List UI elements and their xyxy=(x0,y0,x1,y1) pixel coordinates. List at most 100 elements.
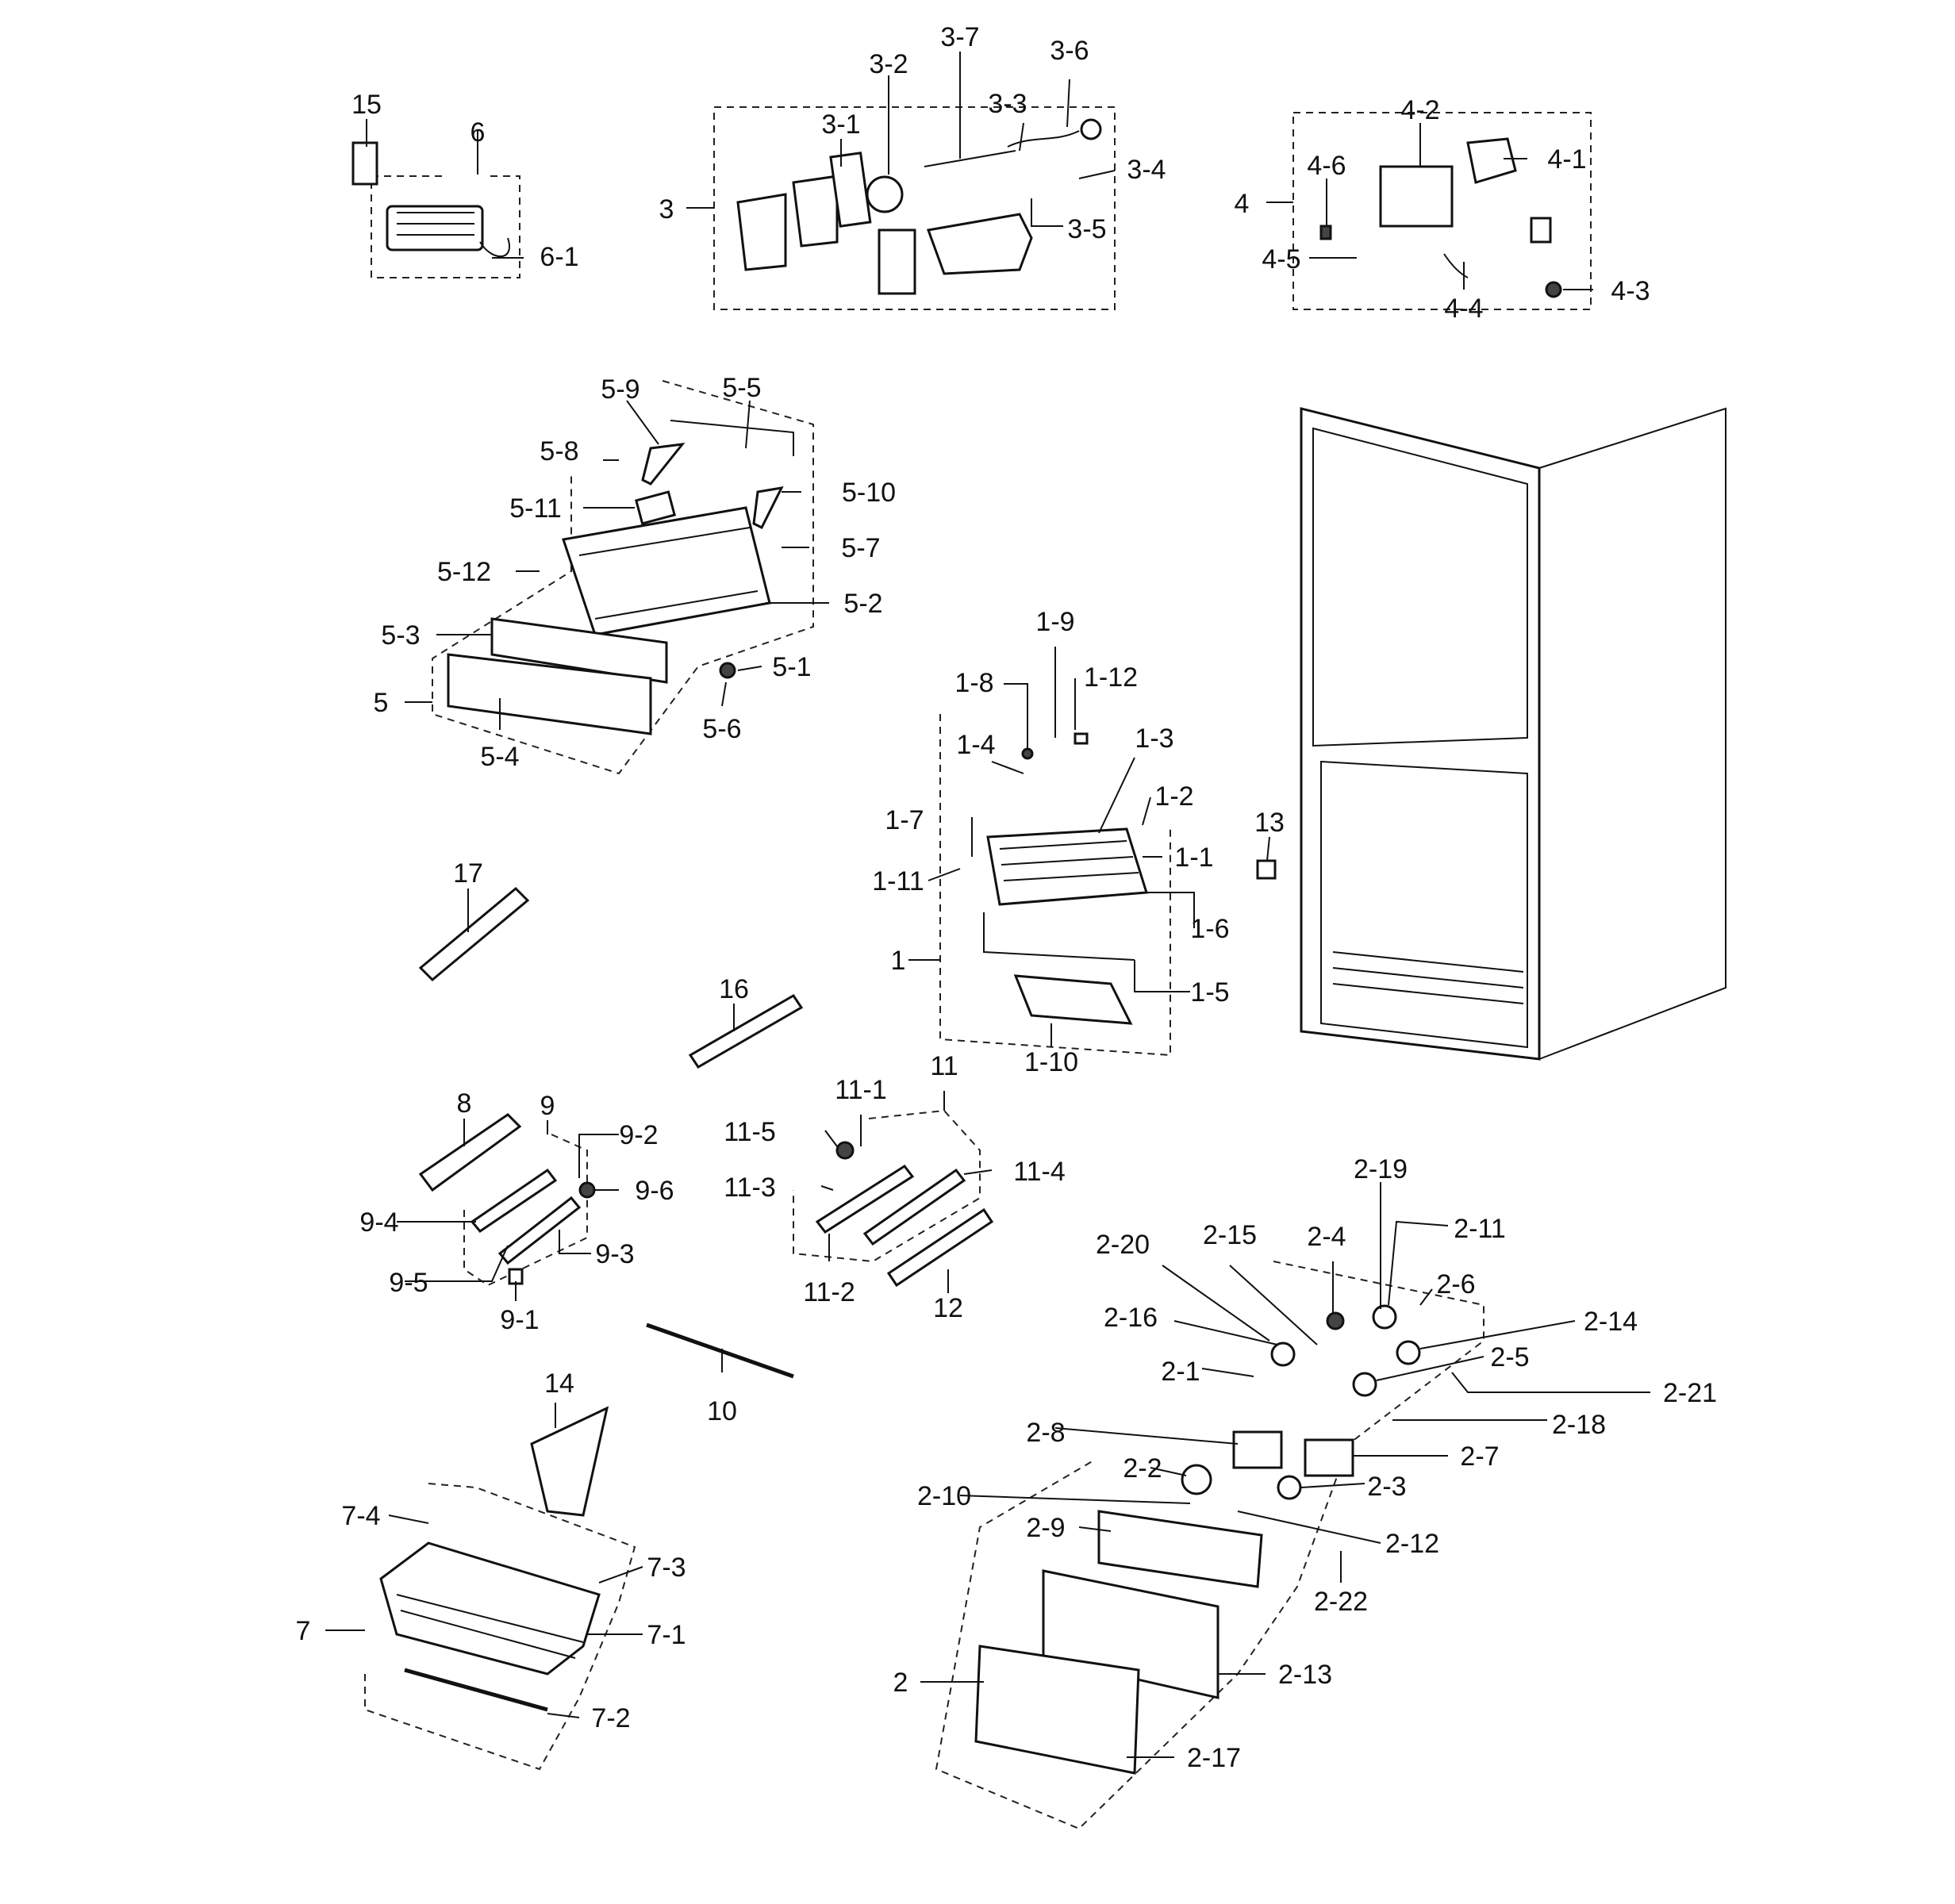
callout-3-3: 3-3 xyxy=(988,89,1027,119)
callout-5-9: 5-9 xyxy=(601,374,640,405)
callout-1-5: 1-5 xyxy=(1190,977,1229,1008)
callout-2-18: 2-18 xyxy=(1552,1410,1606,1440)
part-3-1-plate xyxy=(829,152,872,228)
part-2-5-motor xyxy=(1352,1372,1377,1397)
part-11-4-slide xyxy=(862,1168,966,1246)
callout-1-3: 1-3 xyxy=(1135,724,1173,754)
callout-3-2: 3-2 xyxy=(869,49,908,79)
callout-2-4: 2-4 xyxy=(1307,1222,1346,1252)
callout-7-2: 7-2 xyxy=(591,1703,630,1733)
part-7-1-basket xyxy=(379,1541,601,1676)
part-9-3-slide xyxy=(497,1196,582,1265)
callout-10: 10 xyxy=(707,1396,737,1426)
part-16-rail xyxy=(688,993,804,1069)
callout-2-20: 2-20 xyxy=(1096,1230,1150,1260)
callout-6: 6 xyxy=(471,117,486,148)
part-8-rail xyxy=(418,1113,522,1192)
part-3-6-auger xyxy=(1007,130,1080,148)
callout-4-3: 4-3 xyxy=(1611,276,1650,306)
callout-5-4: 5-4 xyxy=(480,742,519,772)
callout-4-4: 4-4 xyxy=(1444,294,1483,324)
callout-9-4: 9-4 xyxy=(359,1207,398,1238)
part-11-5-roller xyxy=(835,1141,855,1160)
callout-7: 7 xyxy=(296,1616,311,1646)
callout-2-19: 2-19 xyxy=(1354,1154,1408,1184)
part-1-12-fuse xyxy=(1074,732,1089,745)
callout-4: 4 xyxy=(1235,189,1250,219)
part-5-2-drawer-bin xyxy=(562,506,771,636)
callout-5-5: 5-5 xyxy=(722,373,761,403)
group-4-outline xyxy=(1292,112,1592,310)
leader-lines xyxy=(325,52,1650,1758)
part-11-3-slide xyxy=(815,1164,915,1234)
part-4-1-motor xyxy=(1466,137,1517,184)
part-3-cover xyxy=(792,175,839,248)
callout-9-1: 9-1 xyxy=(500,1305,539,1335)
callout-11-4: 11-4 xyxy=(1013,1157,1066,1187)
callout-11-3: 11-3 xyxy=(724,1173,776,1203)
callout-6-1: 6-1 xyxy=(540,242,578,272)
callout-2-8: 2-8 xyxy=(1026,1418,1065,1448)
callout-5-12: 5-12 xyxy=(437,557,491,587)
callout-2-10: 2-10 xyxy=(917,1481,971,1511)
part-4-4-harness xyxy=(1443,253,1469,278)
callout-5: 5 xyxy=(374,688,389,718)
callout-16: 16 xyxy=(719,974,749,1004)
part-valve xyxy=(1530,217,1552,244)
callout-1-7: 1-7 xyxy=(885,805,924,835)
callout-1-11: 1-11 xyxy=(872,866,924,896)
callout-1-8: 1-8 xyxy=(954,668,993,698)
callout-14: 14 xyxy=(544,1368,574,1399)
part-15-bracket xyxy=(351,141,378,186)
part-6-1-wire xyxy=(479,237,510,258)
callout-4-5: 4-5 xyxy=(1262,244,1300,274)
group-2-outline xyxy=(935,1261,1484,1830)
part-3-chute xyxy=(736,193,787,271)
part-5-11-clip xyxy=(634,490,677,525)
callout-11: 11 xyxy=(930,1051,958,1081)
callout-labels: 15 6 6-1 3 3-1 3-2 3-7 3-3 3-6 3-4 3-5 4… xyxy=(296,22,1717,1773)
callout-2-22: 2-22 xyxy=(1314,1587,1368,1617)
part-2-8-fan-motor xyxy=(1232,1430,1283,1469)
callout-3-4: 3-4 xyxy=(1127,155,1166,185)
callout-4-1: 4-1 xyxy=(1547,144,1586,175)
part-5-3-trim xyxy=(490,617,668,684)
part-10-bar xyxy=(646,1322,794,1379)
callout-3-1: 3-1 xyxy=(821,109,860,140)
callout-12: 12 xyxy=(933,1293,963,1323)
part-9-6-roller xyxy=(578,1181,596,1199)
callout-15: 15 xyxy=(351,90,382,120)
callout-3-6: 3-6 xyxy=(1050,36,1089,66)
part-2-19-motor xyxy=(1372,1304,1397,1330)
callout-1-6: 1-6 xyxy=(1190,914,1229,944)
callout-2-16: 2-16 xyxy=(1104,1303,1158,1333)
callout-2-12: 2-12 xyxy=(1385,1529,1439,1559)
callout-1-2: 1-2 xyxy=(1154,781,1193,812)
callout-1-12: 1-12 xyxy=(1084,662,1138,693)
callout-5-10: 5-10 xyxy=(842,478,896,508)
callout-2-17: 2-17 xyxy=(1187,1743,1241,1773)
callout-3-7: 3-7 xyxy=(940,22,979,52)
callout-3-5: 3-5 xyxy=(1067,214,1106,244)
callout-1-10: 1-10 xyxy=(1024,1047,1078,1077)
part-2-17-cover xyxy=(974,1645,1140,1775)
part-3-7-shaft xyxy=(924,150,1016,167)
part-2-2-fan-blade xyxy=(1181,1464,1212,1495)
callout-2-15: 2-15 xyxy=(1203,1220,1257,1250)
callout-11-1: 11-1 xyxy=(835,1075,887,1105)
group-5-outline xyxy=(432,380,814,775)
group-7-outline xyxy=(364,1483,636,1771)
callout-1-9: 1-9 xyxy=(1035,607,1074,637)
callout-7-4: 7-4 xyxy=(341,1501,380,1531)
part-13-bracket xyxy=(1256,859,1277,880)
callout-7-1: 7-1 xyxy=(647,1620,686,1650)
callout-2-1: 2-1 xyxy=(1161,1357,1200,1387)
part-5-10-slide xyxy=(752,486,784,530)
part-2-3-fan-blade xyxy=(1277,1475,1302,1500)
part-4-6-sensor xyxy=(1319,225,1332,240)
part-2-14-motor xyxy=(1396,1340,1421,1365)
part-5-4-drawer-front xyxy=(447,653,652,735)
part-5-9-slide xyxy=(641,443,686,486)
